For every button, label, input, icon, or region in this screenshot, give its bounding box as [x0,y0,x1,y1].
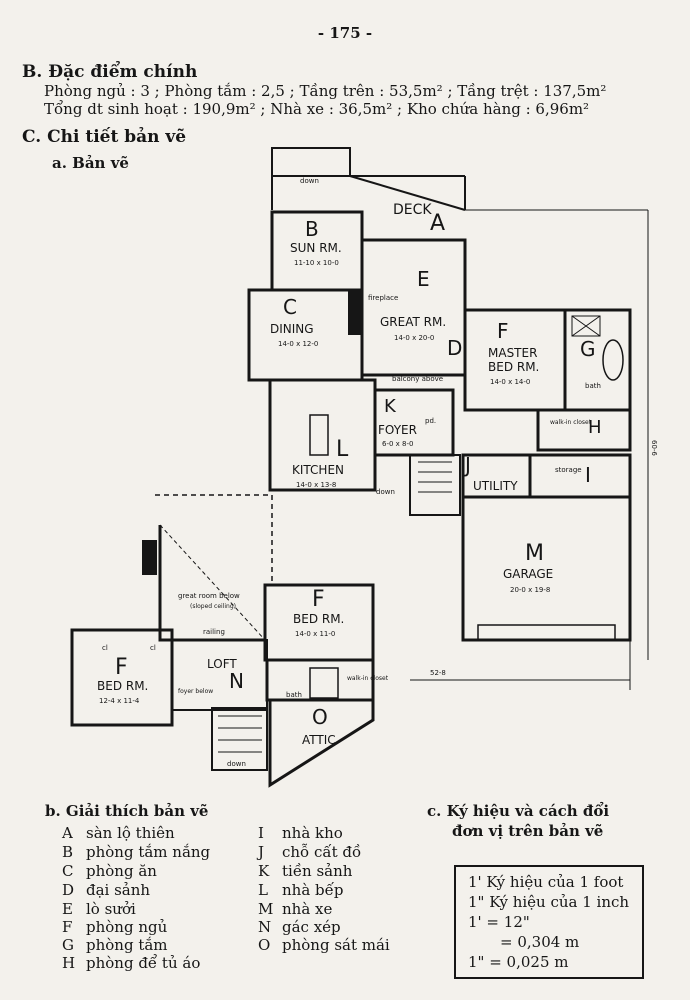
garage-dim: 20-0 x 19-8 [510,586,550,594]
master-bath-label: bath [585,382,601,390]
units-title-1: c. Ký hiệu và cách đổi [427,802,610,820]
bed-rm-1-label: BED RM. [293,612,344,626]
garage-label: GARAGE [503,567,553,581]
storage-label: storage [555,466,582,474]
units-line-3: 1' = 12" [468,913,530,931]
walkin-label: walk-in closet [550,419,592,426]
letter-h: H [588,417,602,438]
loft-wall [171,639,268,711]
units-title-2: đơn vị trên bản vẽ [452,822,604,840]
page-number: - 175 - [317,24,373,42]
attic-wall [267,698,375,788]
sun-rm-label: SUN RM. [290,241,342,255]
letter-k: K [384,396,397,417]
letter-c: C [283,295,297,319]
utility-label: UTILITY [473,479,518,493]
letter-a: A [430,211,445,236]
letter-f-bed1: F [312,587,325,612]
letter-o: O [312,705,328,729]
great-below-label: great room below [178,592,240,600]
letter-b: B [305,217,319,241]
deck-down-label: down [300,177,319,185]
units-line-4: = 0,304 m [500,933,580,951]
garage-wall [461,495,632,642]
letter-l: L [336,437,349,462]
units-line-5: 1" = 0,025 m [468,953,569,971]
section-b-line1: Phòng ngủ : 3 ; Phòng tắm : 2,5 ; Tầng t… [44,82,607,100]
units-line-1: 1' Ký hiệu của 1 foot [468,873,624,891]
great-rm-label: GREAT RM. [380,315,446,329]
kitchen-label: KITCHEN [292,463,344,477]
letter-f-bed2: F [115,655,128,680]
letter-e: E [417,267,430,291]
dim-width: 52-8 [430,669,446,677]
letter-i: I [585,463,591,487]
foyer-below-label: foyer below [178,688,213,695]
bed-rm-2-label: BED RM. [97,679,148,693]
upper-bath-label: bath [286,691,302,699]
section-c-title: C. Chi tiết bản vẽ [22,127,187,147]
foyer-dim: 6-0 x 8-0 [382,440,413,448]
letter-m: M [525,541,544,566]
kitchen-dim: 14-0 x 13-8 [296,481,336,489]
dim-depth: 60-6 [650,440,658,456]
section-c-sub-a: a. Bản vẽ [52,154,129,172]
units-line-2: 1" Ký hiệu của 1 inch [468,893,630,911]
section-b-line2: Tổng dt sinh hoạt : 190,9m² ; Nhà xe : 3… [44,100,590,118]
balcony-label: balcony above [392,375,443,383]
loft-label: LOFT [207,657,237,671]
sun-rm-dim: 11-10 x 10-0 [294,259,339,267]
letter-n: N [229,669,244,693]
bed-rm-1-dim: 14-0 x 11-0 [295,630,335,638]
upper-walkin-label: walk-in closet [347,675,389,682]
floor-plan: down DECK A B SUN RM. 11-10 x 10-0 E fir… [70,147,658,788]
section-b-title: B. Đặc điểm chính [22,62,198,82]
great-rm-dim: 14-0 x 20-0 [394,334,434,342]
master-label: MASTER [488,346,537,360]
units-box: 1' Ký hiệu của 1 foot 1" Ký hiệu của 1 i… [454,865,644,979]
legend-title: b. Giải thích bản vẽ [45,802,209,820]
master-label-2: BED RM. [488,360,539,374]
deck-stairs [271,147,351,177]
dining-label: DINING [270,322,314,336]
letter-d: D [447,336,462,360]
letter-f-master: F [497,319,509,343]
down-label-upper: down [227,760,246,768]
foyer-label: FOYER [378,423,417,437]
fireplace-label: fireplace [368,294,398,302]
down-label-main: down [376,488,395,496]
fireplace-block [348,290,362,335]
bed-rm-2-cl-1: cl [102,644,108,652]
bed-rm-2-cl-2: cl [150,644,156,652]
letter-g: G [580,337,596,361]
deck-label: DECK [393,202,432,218]
railing-label: railing [203,628,225,636]
dining-dim: 14-0 x 12-0 [278,340,318,348]
master-dim: 14-0 x 14-0 [490,378,530,386]
letter-j: J [463,453,471,477]
attic-label: ATTIC [302,733,336,747]
sloped-label: (sloped ceiling) [190,603,236,610]
bed-rm-2-dim: 12-4 x 11-4 [99,697,140,705]
pd-label: pd. [425,417,436,425]
